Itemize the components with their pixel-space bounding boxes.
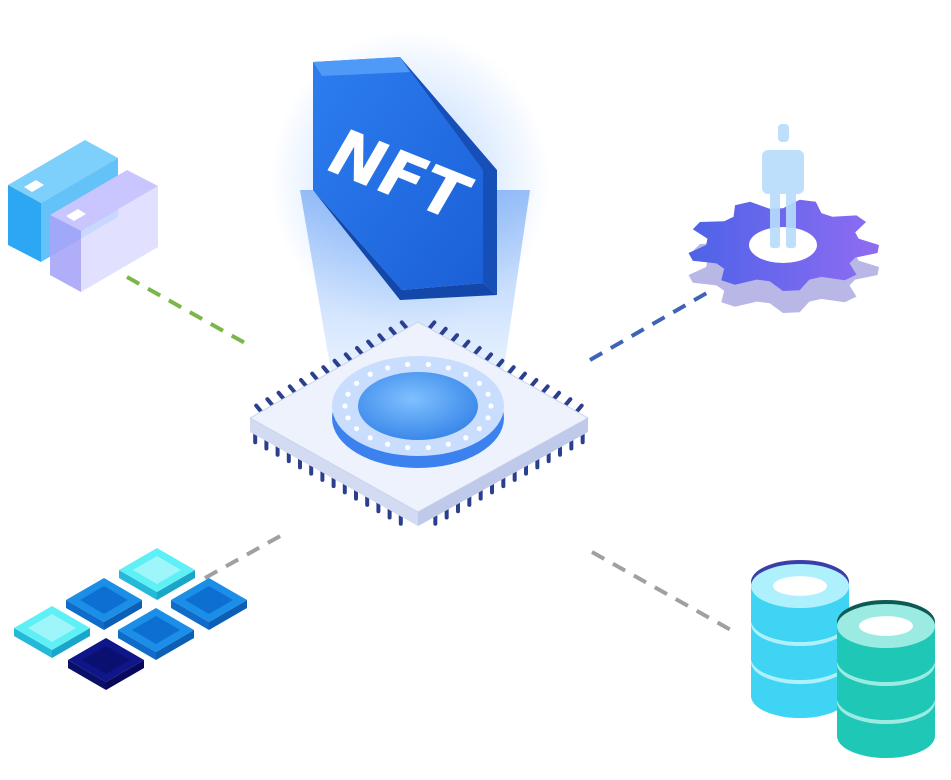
tiles-grid-icon [14,548,247,690]
link-database [591,550,739,636]
link-browser [126,275,246,345]
browser-windows-icon [8,140,158,292]
person-icon [762,124,804,248]
database-stack-icon [751,560,935,758]
link-gear [589,288,713,362]
nft-hexagon-icon: NFT [270,30,550,395]
user-gear-icon [688,124,879,313]
link-tiles [204,533,283,580]
connection-lines [126,275,739,636]
chip-icon [248,320,590,526]
